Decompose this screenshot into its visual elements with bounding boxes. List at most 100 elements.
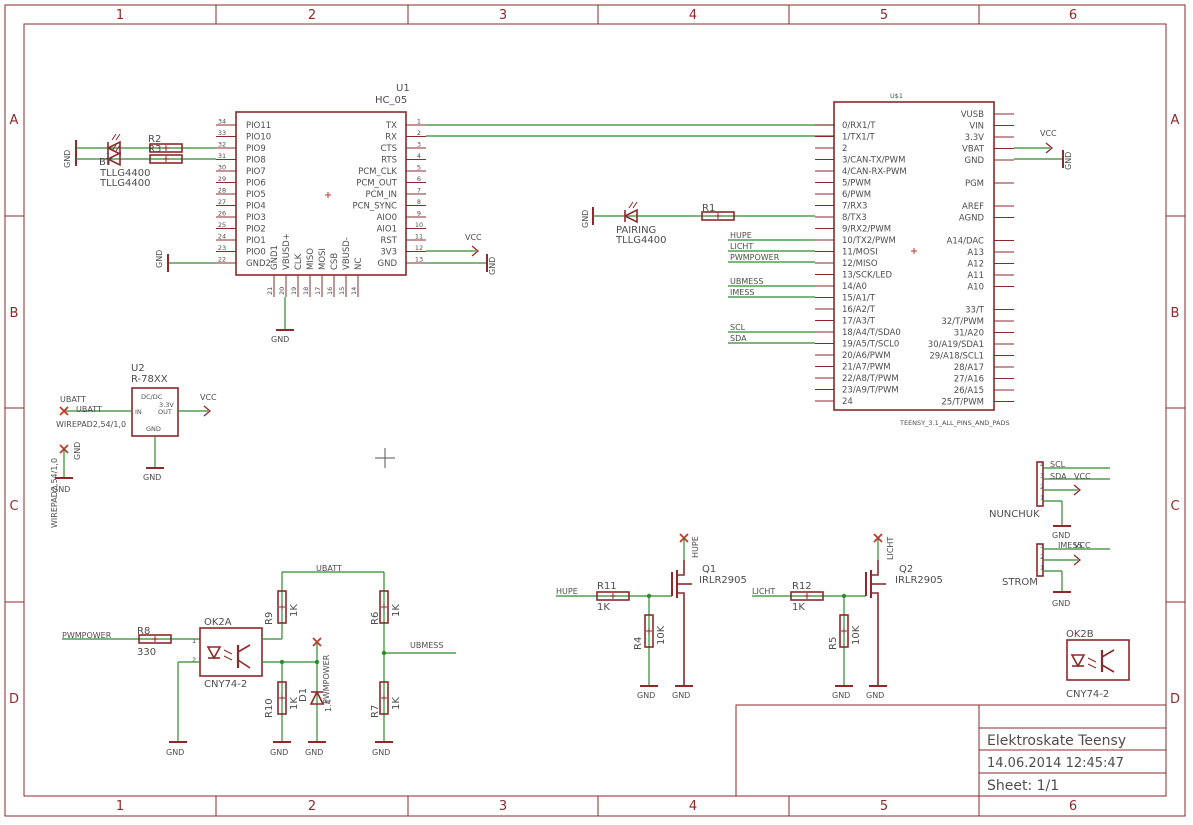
q2-value: IRLR2905 bbox=[895, 575, 943, 586]
r11-value: 1K bbox=[597, 602, 610, 613]
teensy-pin-label: 24 bbox=[842, 397, 853, 407]
hc05-pin-label: CLK bbox=[294, 253, 304, 270]
strom-connector[interactable]: GND 3 2 1 IMESS VCC STROM bbox=[1002, 541, 1110, 608]
gnd-label-r10: GND bbox=[270, 748, 288, 757]
hc05-pin-label: GND bbox=[378, 259, 398, 269]
teensy-pin-label: 16/A2/T bbox=[842, 305, 876, 315]
teensy-pin-label: 10/TX2/PWM bbox=[842, 236, 896, 246]
r8-value: 330 bbox=[137, 647, 156, 658]
ok2a-value: CNY74-2 bbox=[204, 679, 247, 690]
licht-driver[interactable]: LICHT R12 1K R5 10K GND LICHT Q2 IRLR290… bbox=[752, 533, 943, 700]
bt-led-circuit[interactable]: GND R2 R3 BT TLLG4400 TLLG4400 bbox=[63, 133, 216, 189]
teensy-pin-label: 11/MOSI bbox=[842, 248, 878, 258]
gnd-label-r4: GND bbox=[637, 691, 655, 700]
col-1-bottom: 1 bbox=[116, 799, 124, 814]
hc05-pin-number: 33 bbox=[218, 129, 226, 137]
net-hupe-left: HUPE bbox=[556, 587, 578, 596]
hc05-pin-number: 28 bbox=[218, 187, 226, 195]
row-c-right: C bbox=[1170, 499, 1179, 514]
teensy-pin-label: 3.3V bbox=[965, 133, 985, 143]
row-b-left: B bbox=[10, 306, 19, 321]
bt-led-1-icon bbox=[107, 133, 121, 155]
r11-label: R11 bbox=[597, 581, 617, 592]
hupe-driver[interactable]: HUPE R11 1K R4 10K GND HUPE Q1 IRLR2905 … bbox=[556, 533, 747, 700]
gnd-wirepad[interactable]: GND GND WIREPAD2,54/1,0 bbox=[50, 442, 82, 528]
gnd-label-nunchuk: GND bbox=[1052, 531, 1070, 540]
vcc-label-nunchuk: VCC bbox=[1074, 472, 1091, 481]
teensy-pin-label: VBAT bbox=[962, 145, 985, 155]
dcdc-converter[interactable]: U2 R-78XX DC/DC IN OUT 3.3V GND VCC GND … bbox=[56, 363, 217, 482]
hc05-pin-label: PIO11 bbox=[246, 121, 271, 131]
gnd-label-bt: GND bbox=[63, 150, 72, 168]
net-hupe-pad: HUPE bbox=[691, 536, 700, 558]
col-3-top: 3 bbox=[499, 8, 507, 23]
hc05-pin-number: 32 bbox=[218, 141, 226, 149]
net-hupe-teensy: HUPE bbox=[730, 231, 752, 240]
hc05-pin-label: GND2 bbox=[246, 259, 271, 269]
teensy-pin-label: 30/A19/SDA1 bbox=[928, 340, 984, 350]
hc05-pin-number: 24 bbox=[218, 233, 226, 241]
ubatt-net-label: UBATT bbox=[76, 405, 102, 414]
hc05-pin-label: PIO3 bbox=[246, 213, 266, 223]
teensy-pin-label: 2 bbox=[842, 144, 847, 154]
gnd-label-hc05-right: GND bbox=[488, 257, 497, 275]
net-licht-teensy: LICHT bbox=[730, 242, 753, 251]
col-2-bottom: 2 bbox=[308, 799, 316, 814]
teensy-pin-label: 3/CAN-TX/PWM bbox=[842, 156, 905, 166]
ubmess-divider[interactable]: R6 1K UBMESS R7 1K GND bbox=[370, 572, 456, 757]
hc05-pin-number: 30 bbox=[218, 164, 226, 172]
row-c-left: C bbox=[9, 499, 18, 514]
u2-value: R-78XX bbox=[131, 374, 168, 385]
ok2b-optocoupler[interactable]: OK2B CNY74-2 bbox=[1066, 629, 1130, 700]
hc05-pin-number: 5 bbox=[417, 164, 421, 172]
u2-voltage: 3.3V bbox=[159, 401, 174, 409]
strom-pin-2: 2 bbox=[1040, 553, 1044, 561]
hc05-pin-label: PCM_OUT bbox=[356, 179, 398, 189]
hc05-pin-label: PIO8 bbox=[246, 156, 266, 166]
nunchuk-label: NUNCHUK bbox=[989, 509, 1040, 520]
net-scl-nunchuk: SCL bbox=[1050, 460, 1066, 469]
teensy-pin-label: 19/A5/T/SCL0 bbox=[842, 340, 899, 350]
hc05-pin-number: 2 bbox=[417, 129, 421, 137]
strom-label: STROM bbox=[1002, 577, 1038, 588]
ok2a-label: OK2A bbox=[204, 617, 232, 628]
pwmpower-circuit[interactable]: PWMPOWER R8 330 OK2A CNY74-2 1 2 GND UBA… bbox=[62, 564, 384, 757]
net-imess-strom: IMESS bbox=[1058, 541, 1082, 550]
drawing-date: 14.06.2014 12:45:47 bbox=[987, 756, 1124, 771]
hc05-pin-number: 29 bbox=[218, 175, 226, 183]
pairing-led-circuit[interactable]: GND R1 PAIRING TLLG4400 bbox=[581, 201, 815, 246]
net-sda-teensy: SDA bbox=[730, 334, 747, 343]
hc05-pin-label: MISO bbox=[306, 248, 316, 270]
teensy-module[interactable]: U$1 TEENSY_3.1_ALL_PINS_AND_PADS 0/RX1/T… bbox=[815, 92, 1014, 427]
r6-label: R6 bbox=[370, 612, 381, 625]
teensy-pin-label: 31/A20 bbox=[954, 329, 984, 339]
hc05-pin-number: 3 bbox=[417, 141, 421, 149]
teensy-pin-label: 22/A8/T/PWM bbox=[842, 374, 899, 384]
row-d-left: D bbox=[9, 692, 19, 707]
wirepad-value-1: WIREPAD2,54/1,0 bbox=[56, 420, 126, 429]
pairing-led-icon bbox=[624, 201, 638, 223]
gnd-label-pad: GND bbox=[52, 485, 70, 494]
teensy-pin-label: 33/T bbox=[965, 306, 985, 316]
teensy-pin-label: 15/A1/T bbox=[842, 294, 876, 304]
teensy-pin-label: 23/A9/T/PWM bbox=[842, 386, 899, 396]
gnd-pad-label: GND bbox=[73, 442, 82, 460]
u2-in-pin: IN bbox=[135, 408, 142, 416]
hc05-pin-number: 26 bbox=[218, 210, 226, 218]
net-ubmess-teensy: UBMESS bbox=[730, 277, 763, 286]
row-a-left: A bbox=[10, 113, 19, 128]
teensy-pin-label: 29/A18/SCL1 bbox=[929, 352, 984, 362]
gnd-label-hc05-left: GND bbox=[155, 250, 164, 268]
hc05-pin-number: 10 bbox=[415, 221, 423, 229]
hc05-pin-label: RTS bbox=[381, 156, 397, 166]
teensy-pin-label: 18/A4/T/SDA0 bbox=[842, 328, 901, 338]
nunchuk-connector[interactable]: GND 4 3 2 1 SCL SDA VCC NUNCHUK bbox=[989, 460, 1110, 540]
hc05-pin-number: 13 bbox=[415, 256, 423, 264]
r1-label: R1 bbox=[702, 203, 715, 214]
nunchuk-pin-2: 2 bbox=[1040, 483, 1044, 491]
hc05-pin-label: VBUSD- bbox=[342, 237, 352, 270]
u2-gnd-pin: GND bbox=[146, 425, 161, 433]
gnd-label-r5: GND bbox=[832, 691, 850, 700]
hc05-pin-label: PCN_SYNC bbox=[352, 202, 397, 212]
